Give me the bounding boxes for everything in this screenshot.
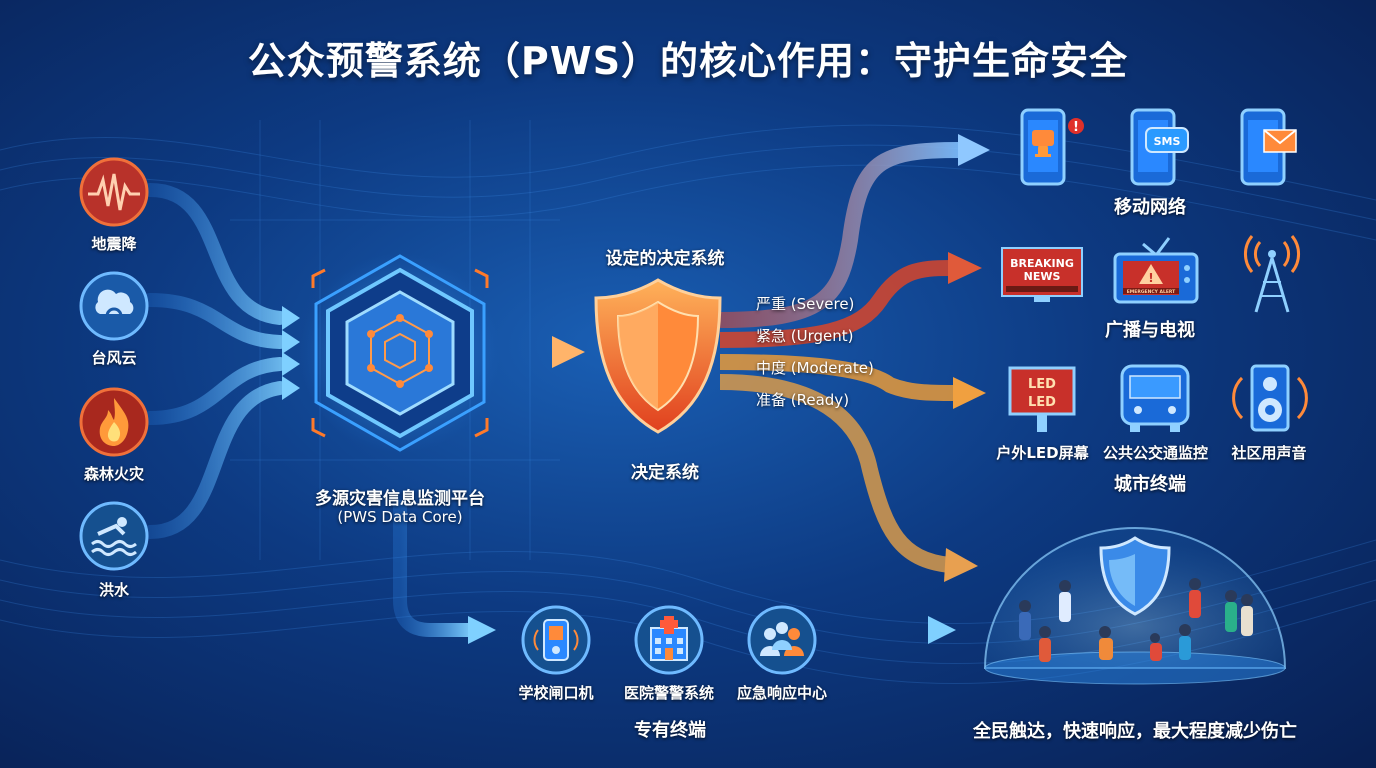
hazard-label-earthquake: 地震降	[91, 235, 137, 253]
typhoon-icon	[79, 271, 149, 341]
bus-icon	[1120, 364, 1190, 432]
level-moderate: 中度 (Moderate)	[756, 359, 874, 377]
protection-dome	[1019, 536, 1253, 662]
level-ready: 准备 (Ready)	[756, 391, 850, 409]
data-core-icon	[300, 253, 500, 453]
flood-icon	[79, 501, 149, 571]
decision-top-label: 设定的决定系统	[605, 249, 725, 269]
level-urgent: 紧急 (Urgent)	[756, 327, 854, 345]
led-text-2: LED	[1028, 395, 1056, 410]
speaker-icon	[1232, 364, 1308, 432]
response-center-icon	[747, 605, 817, 675]
dedicated-label: 专有终端	[634, 720, 706, 741]
city-item-speaker: 社区用声音	[1231, 444, 1307, 462]
led-screen-icon: LED LED	[1008, 366, 1076, 432]
svg-text:!: !	[1148, 271, 1153, 285]
dedicated-item-response: 应急响应中心	[736, 684, 827, 702]
level-severe: 严重 (Severe)	[756, 295, 855, 313]
phone-alert-icon: !	[1020, 108, 1084, 186]
platform-label: 多源灾害信息监测平台	[315, 489, 485, 509]
tv-ticker: EMERGENCY ALERT	[1127, 289, 1176, 295]
hazard-label-fire: 森林火灾	[83, 465, 144, 483]
hazard-label-typhoon: 台风云	[91, 349, 137, 367]
page-title: 公众预警系统（PWS）的核心作用：守护生命安全	[247, 39, 1129, 83]
city-item-led: 户外LED屏幕	[996, 444, 1089, 462]
broadcast-tower-icon	[1244, 235, 1300, 313]
mobile-label: 移动网络	[1114, 197, 1186, 218]
hazard-label-flood: 洪水	[98, 581, 129, 599]
fire-icon	[79, 387, 149, 457]
platform-sublabel: (PWS Data Core)	[337, 508, 463, 526]
phone-sms-icon: SMS	[1130, 108, 1189, 186]
breaking-news-icon: BREAKING NEWS	[1001, 247, 1083, 302]
outcome-label: 全民触达，快速响应，最大程度减少伤亡	[973, 721, 1297, 742]
tv-alert-icon: ! EMERGENCY ALERT	[1113, 237, 1199, 304]
city-item-bus: 公共公交通监控	[1102, 444, 1208, 462]
breaking-line2: NEWS	[1024, 270, 1061, 283]
decision-bottom-label: 决定系统	[631, 463, 699, 483]
school-gate-icon	[521, 605, 591, 675]
dedicated-item-school: 学校闸口机	[518, 684, 594, 702]
city-label: 城市终端	[1114, 474, 1186, 495]
breaking-line1: BREAKING	[1010, 257, 1074, 270]
people-group	[1019, 578, 1253, 662]
broadcast-label: 广播与电视	[1105, 320, 1195, 341]
shield-icon	[594, 278, 722, 434]
phone-mail-icon	[1240, 108, 1297, 186]
dedicated-item-hospital: 医院警警系统	[623, 684, 714, 702]
hospital-icon	[634, 605, 704, 675]
led-text-1: LED	[1028, 377, 1056, 392]
sms-text: SMS	[1154, 135, 1181, 148]
svg-text:!: !	[1073, 120, 1079, 135]
earthquake-icon	[79, 157, 149, 227]
